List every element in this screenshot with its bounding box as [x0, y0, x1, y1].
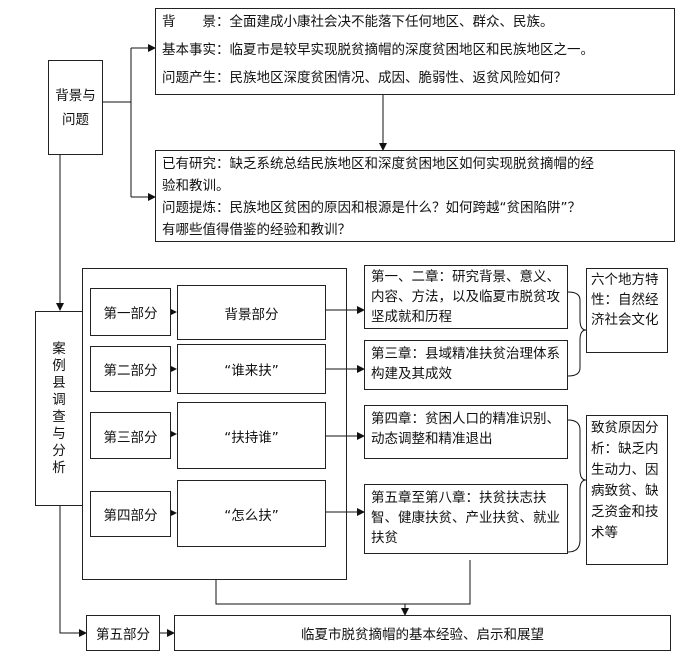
chapter-box: 第四章：贫困人口的精准识别、动态调整和精准退出	[364, 405, 568, 459]
part-four-box: 第四部分	[90, 491, 171, 537]
part-two-name: “谁来扶”	[224, 363, 279, 379]
research-line: 已有研究：缺乏系统总结民族地区和深度贫困地区如何实现脱贫摘帽的经	[162, 156, 594, 172]
parts-container	[82, 268, 347, 580]
part-four-name-box: “怎么扶”	[177, 480, 326, 547]
question-line: 有哪些值得借鉴的经验和教训？	[162, 222, 351, 238]
part-four-name: “怎么扶”	[224, 507, 279, 524]
poverty-causes-box: 致贫原因分析：缺乏内生动力、因病致贫、缺乏资金和技术等	[586, 415, 668, 565]
part-three-box: 第三部分	[90, 412, 171, 459]
problem-line: 问题产生：民族地区深度贫困情况、成因、脆弱性、返贫风险如何？	[162, 70, 567, 86]
part-five-name-box: 临夏市脱贫摘帽的基本经验、启示和展望	[174, 615, 671, 651]
background-box: 背 景：全面建成小康社会决不能落下任何地区、群众、民族。 基本事实：临夏市是较早…	[155, 8, 675, 95]
part-three-label: 第三部分	[103, 429, 158, 446]
local-traits-text: 六个地方特性：自然经济社会文化	[591, 272, 659, 328]
background-problem-text: 背景与 问题	[55, 87, 96, 128]
chapter-box: 第一、二章：研究背景、意义、内容、方法，以及临夏市脱贫攻坚成就和历程	[364, 265, 568, 329]
question-line: 问题提炼：民族地区贫困的原因和根源是什么？如何跨越“贫困陷阱”？	[162, 200, 581, 216]
part-one-name: 背景部分	[224, 306, 279, 323]
background-problem-label: 背景与 问题	[48, 60, 103, 155]
chapter-text: 第三章：县域精准扶贫治理体系构建及其成效	[371, 346, 560, 382]
local-traits-box: 六个地方特性：自然经济社会文化	[586, 268, 668, 353]
case-study-text: 案例县调查与分析	[52, 340, 66, 476]
part-two-label: 第二部分	[103, 363, 158, 379]
part-two-name-box: “谁来扶”	[177, 344, 326, 394]
part-one-label: 第一部分	[103, 306, 158, 322]
background-line: 背 景：全面建成小康社会决不能落下任何地区、群众、民族。	[162, 14, 554, 30]
chapter-text: 第一、二章：研究背景、意义、内容、方法，以及临夏市脱贫攻坚成就和历程	[371, 269, 560, 325]
chapter-box: 第五章至第八章：扶贫扶志扶智、健康扶贫、产业扶贫、就业扶贫	[364, 484, 568, 554]
poverty-causes-text: 致贫原因分析：缺乏内生动力、因病致贫、缺乏资金和技术等	[591, 420, 659, 541]
part-four-label: 第四部分	[103, 508, 158, 524]
part-five-label: 第五部分	[96, 627, 150, 643]
part-three-name: “扶持谁”	[224, 429, 279, 446]
research-line: 验和教训。	[162, 178, 230, 194]
fact-line: 基本事实：临夏市是较早实现脱贫摘帽的深度贫困地区和民族地区之一。	[162, 42, 594, 58]
part-three-name-box: “扶持谁”	[177, 402, 326, 469]
part-two-box: 第二部分	[90, 346, 171, 392]
part-five-name: 临夏市脱贫摘帽的基本经验、启示和展望	[301, 627, 544, 643]
part-five-box: 第五部分	[86, 615, 160, 651]
case-study-label: 案例县调查与分析	[35, 311, 83, 506]
chapter-text: 第四章：贫困人口的精准识别、动态调整和精准退出	[371, 411, 560, 447]
part-one-box: 第一部分	[90, 288, 171, 336]
research-box: 已有研究：缺乏系统总结民族地区和深度贫困地区如何实现脱贫摘帽的经 验和教训。 问…	[155, 150, 675, 242]
chapter-box: 第三章：县域精准扶贫治理体系构建及其成效	[364, 340, 568, 390]
chapter-text: 第五章至第八章：扶贫扶志扶智、健康扶贫、产业扶贫、就业扶贫	[371, 490, 560, 546]
part-one-name-box: 背景部分	[177, 285, 326, 340]
